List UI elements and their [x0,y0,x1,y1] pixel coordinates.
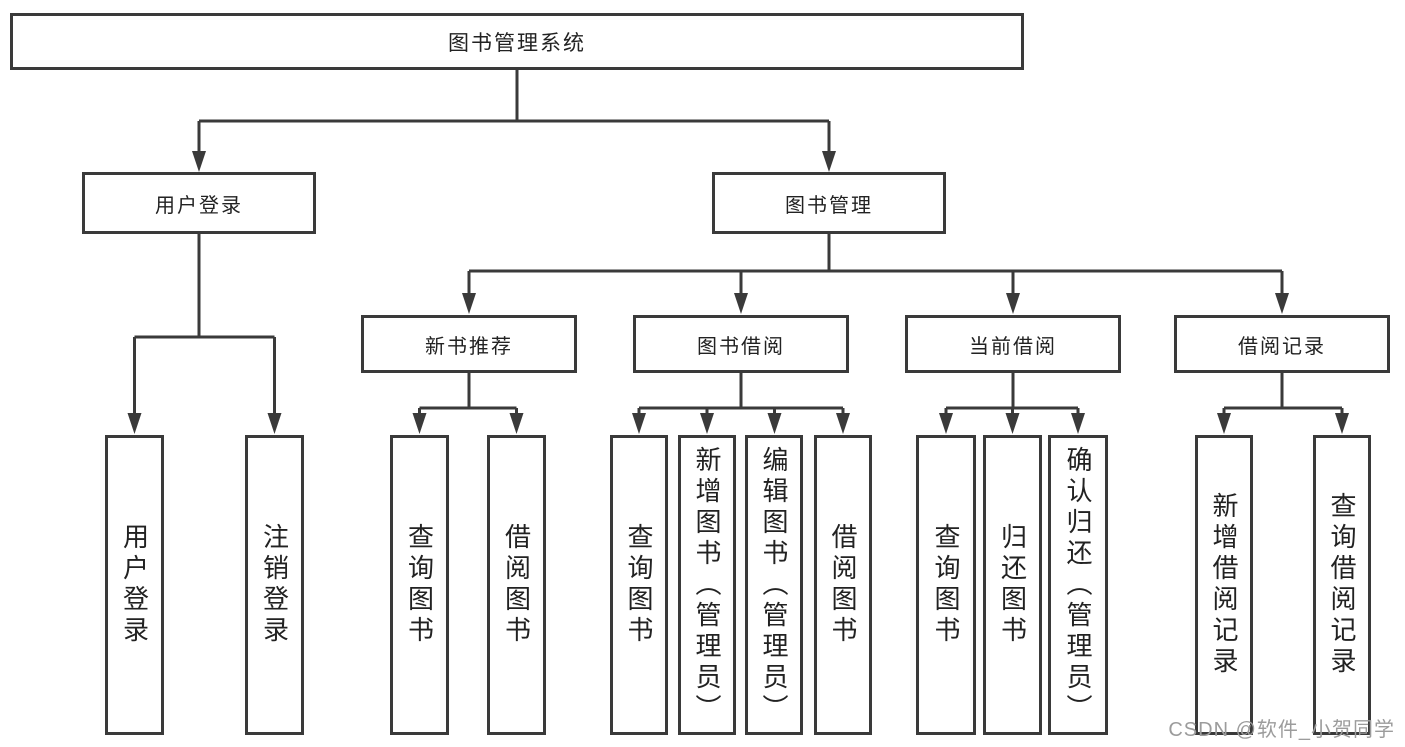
node-label: 图书借阅 [697,335,785,358]
leaf-edit-book-admin: 编辑图书（管理员） [745,435,803,735]
node-label: 借阅图书 [501,523,532,647]
node-label: 确认归还（管理员） [1063,445,1093,725]
leaf-query-books-borrowing: 查询图书 [610,435,668,735]
node-label: 借阅图书 [828,523,858,647]
leaf-query-books-current: 查询图书 [916,435,976,735]
node-library-management-system: 图书管理系统 [10,13,1024,70]
node-book-management: 图书管理 [712,172,946,234]
leaf-add-book-admin: 新增图书（管理员） [678,435,736,735]
leaf-return-books: 归还图书 [983,435,1042,735]
connector-new-book-to-leaves [412,373,524,434]
connector-borrowing-records-to-leaves [1217,373,1349,434]
node-label: 新增图书（管理员） [692,445,722,725]
leaf-user-login: 用户登录 [105,435,164,735]
node-label: 查询图书 [931,523,961,647]
node-user-login: 用户登录 [82,172,316,234]
node-current-borrowing: 当前借阅 [905,315,1121,373]
node-book-borrowing: 图书借阅 [633,315,849,373]
node-label: 编辑图书（管理员） [759,445,789,725]
csdn-watermark: CSDN @软件_小贺同学 [1168,719,1395,741]
node-borrowing-records: 借阅记录 [1174,315,1390,373]
connector-root-to-level2 [192,70,836,172]
node-label: 用户登录 [155,194,243,217]
leaf-add-borrowing-record: 新增借阅记录 [1195,435,1253,735]
node-label: 借阅记录 [1238,335,1326,358]
node-label: 当前借阅 [969,335,1057,358]
node-label: 查询借阅记录 [1327,492,1357,678]
connector-book-borrowing-to-leaves [632,373,850,434]
node-new-book-recommendation: 新书推荐 [361,315,577,373]
node-label: 新书推荐 [425,335,513,358]
leaf-borrow-books-recommend: 借阅图书 [487,435,546,735]
node-label: 新增借阅记录 [1209,492,1239,678]
node-label: 查询图书 [624,523,654,647]
node-label: 图书管理系统 [448,31,586,55]
node-label: 归还图书 [997,523,1028,647]
leaf-borrow-books: 借阅图书 [814,435,872,735]
leaf-query-borrowing-record: 查询借阅记录 [1313,435,1371,735]
leaf-query-books-recommend: 查询图书 [390,435,449,735]
node-label: 图书管理 [785,194,873,217]
node-label: 用户登录 [119,523,150,647]
leaf-logout: 注销登录 [245,435,304,735]
node-label: 查询图书 [404,523,435,647]
connector-book-management-to-level3 [462,234,1289,314]
connector-user-login-to-leaves [127,234,282,434]
node-label: 注销登录 [259,523,290,647]
leaf-confirm-return-admin: 确认归还（管理员） [1048,435,1108,735]
connector-current-borrowing-to-leaves [939,373,1085,434]
